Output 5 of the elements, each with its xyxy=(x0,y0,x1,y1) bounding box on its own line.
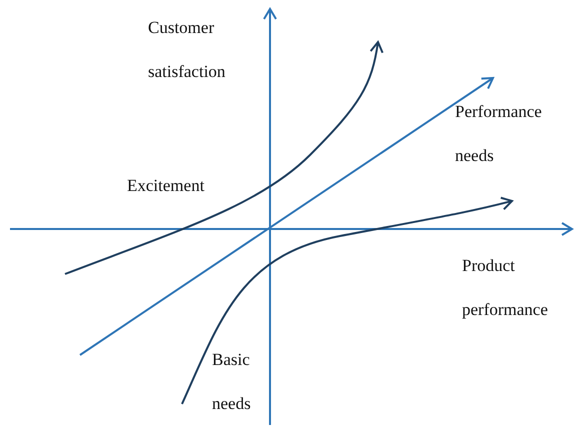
curve-label: Excitement xyxy=(127,175,206,197)
curve-label: Basic needs xyxy=(212,349,252,415)
x-axis-label: Product performance xyxy=(462,255,549,321)
curve-label: Performance needs xyxy=(455,101,543,167)
y-axis-label: Customer satisfaction xyxy=(148,17,226,83)
